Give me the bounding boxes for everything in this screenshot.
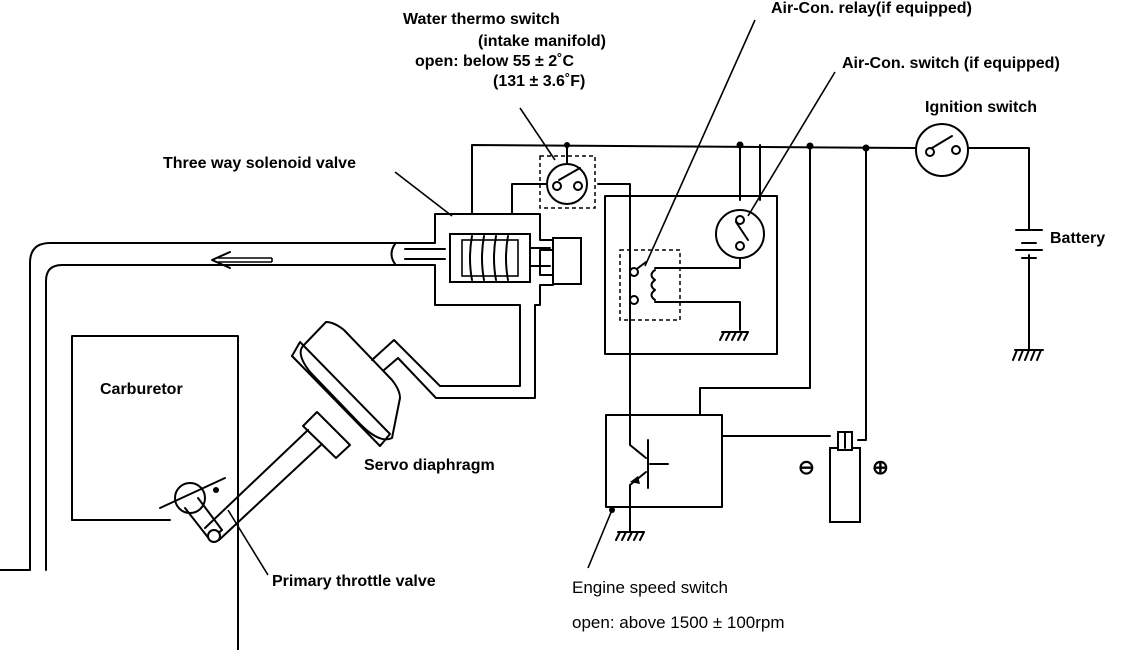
aircon-relay-label: Air-Con. relay(if equipped) [771,0,972,17]
wiring [471,144,1030,441]
servo-diaphragm [204,321,536,541]
servo-diaphragm-label: Servo diaphragm [364,457,495,474]
ground-icon [615,331,1044,541]
water-thermo-switch-label: Water thermo switch [403,11,560,28]
battery-icon [1015,229,1043,259]
aircon-switch [715,209,765,259]
ignition-switch [915,123,969,177]
intake-manifold-label: (intake manifold) [478,33,606,50]
coil-minus-icon: ⊖ [798,457,815,479]
vacuum-hose [0,242,406,571]
thermo-open-label: open: below 55 ± 2˚C [415,53,574,70]
battery-label: Battery [1050,230,1105,247]
primary-throttle-valve [159,477,226,543]
ignition-coil-icon [829,431,861,523]
three-way-solenoid-label: Three way solenoid valve [163,155,356,172]
engine-speed-switch-label: Engine speed switch [572,578,728,597]
engine-speed-open-label: open: above 1500 ± 100rpm [572,613,785,632]
labels: Water thermo switch (intake manifold) op… [100,0,1105,632]
ignition-switch-label: Ignition switch [925,99,1037,116]
thermo-open-f-label: (131 ± 3.6˚F) [493,73,585,90]
water-thermo-switch [539,155,596,209]
aircon-switch-label: Air-Con. switch (if equipped) [842,55,1060,72]
junction-dots [564,141,870,152]
carburetor [71,335,239,650]
primary-throttle-label: Primary throttle valve [272,573,436,590]
three-way-solenoid-valve [390,213,582,356]
flow-arrow-icon [211,251,273,269]
engine-speed-switch [605,414,723,513]
coil-plus-icon: ⊕ [872,457,889,479]
carburetor-label: Carburetor [100,381,183,398]
leader-lines [227,19,836,576]
